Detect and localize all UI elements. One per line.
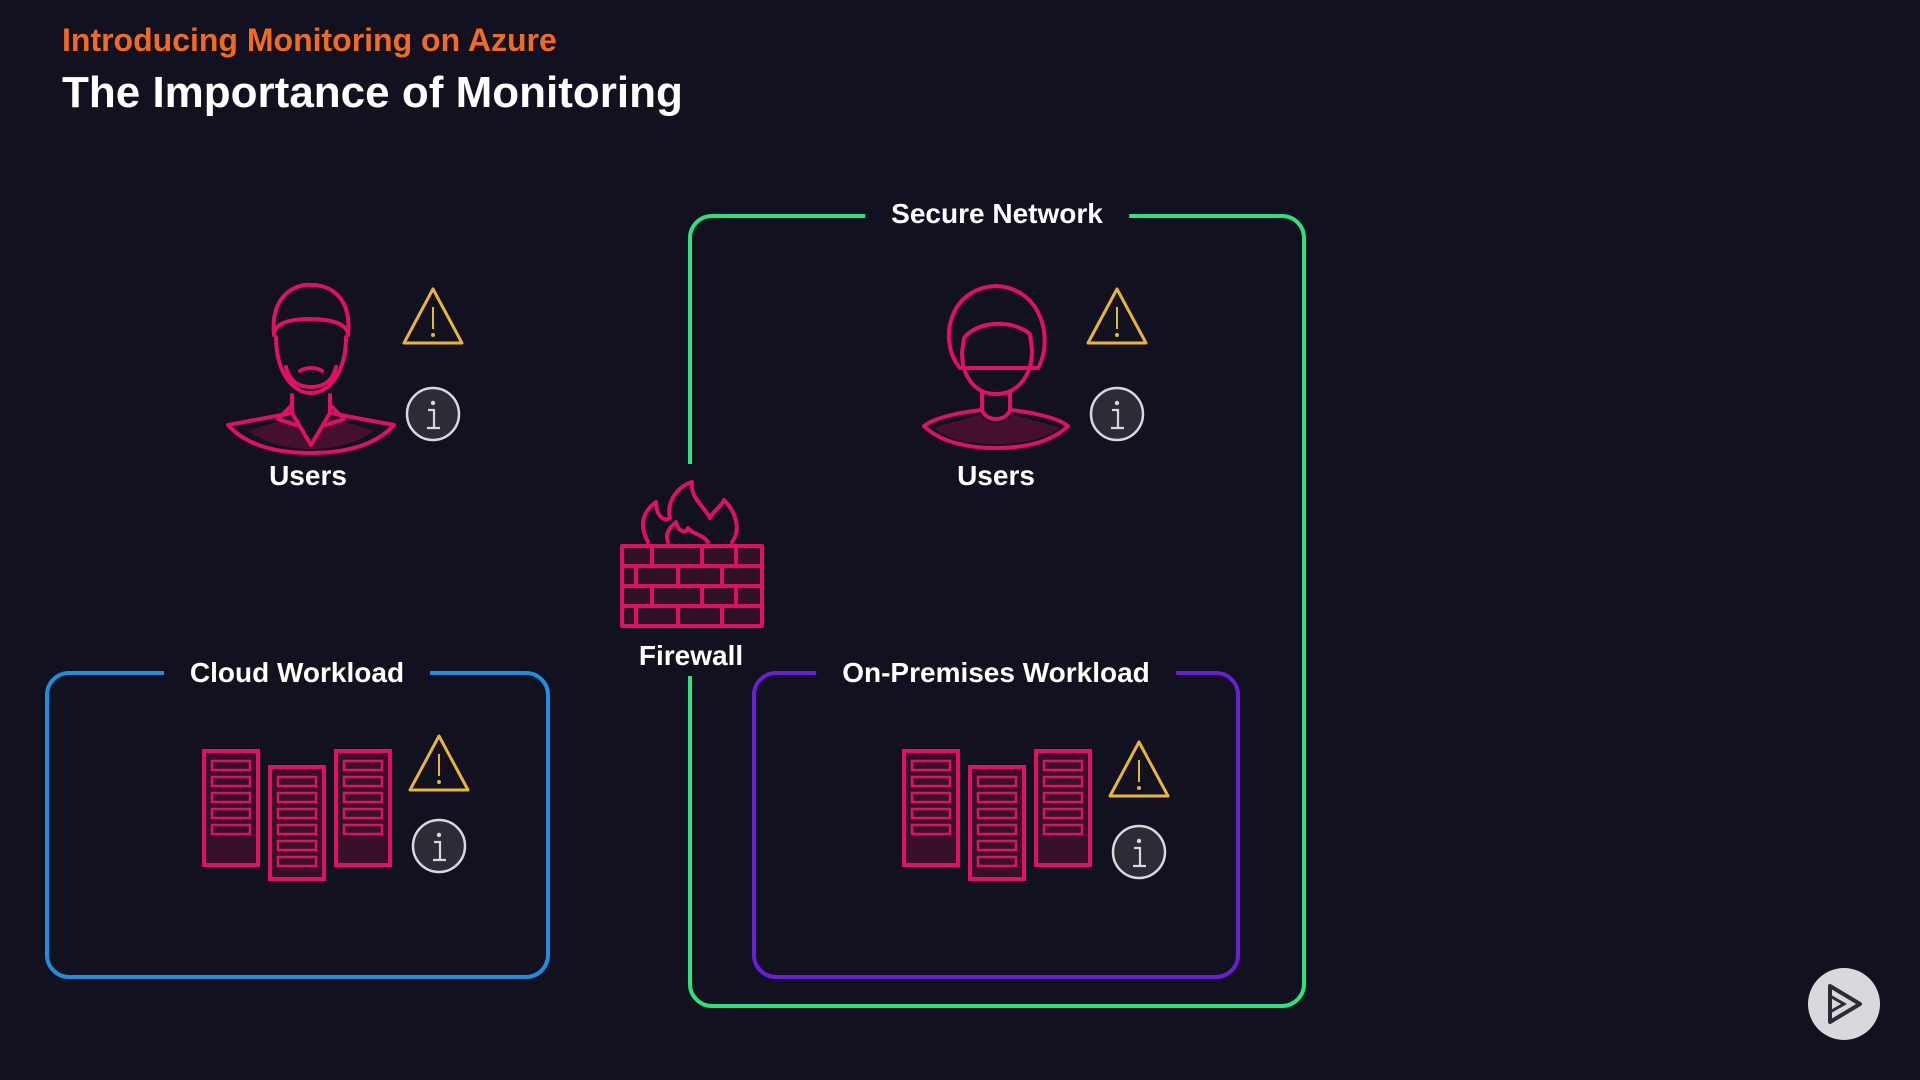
slide-title: The Importance of Monitoring	[62, 68, 683, 117]
warning-icon	[1086, 287, 1148, 345]
firewall-label: Firewall	[638, 640, 744, 671]
play-icon	[1828, 984, 1862, 1024]
info-icon	[411, 818, 467, 874]
users-external-label: Users	[269, 460, 347, 491]
server-rack-icon	[902, 749, 1092, 881]
server-rack-icon	[202, 749, 392, 881]
male-user-icon	[226, 282, 396, 455]
warning-icon	[408, 734, 470, 792]
firewall-gap	[680, 464, 700, 676]
info-icon	[405, 386, 461, 442]
warning-icon	[1108, 740, 1170, 798]
info-icon	[1111, 824, 1167, 880]
warning-icon	[402, 287, 464, 345]
cloud-workload-label: Cloud Workload	[163, 657, 431, 689]
secure-network-label: Secure Network	[865, 198, 1129, 230]
female-user-icon	[922, 284, 1070, 450]
firewall-icon	[620, 480, 764, 628]
section-subtitle: Introducing Monitoring on Azure	[62, 22, 557, 58]
users-internal-label: Users	[957, 460, 1035, 491]
info-icon	[1089, 386, 1145, 442]
on-premises-workload-label: On-Premises Workload	[816, 657, 1176, 689]
play-button[interactable]	[1808, 968, 1880, 1040]
